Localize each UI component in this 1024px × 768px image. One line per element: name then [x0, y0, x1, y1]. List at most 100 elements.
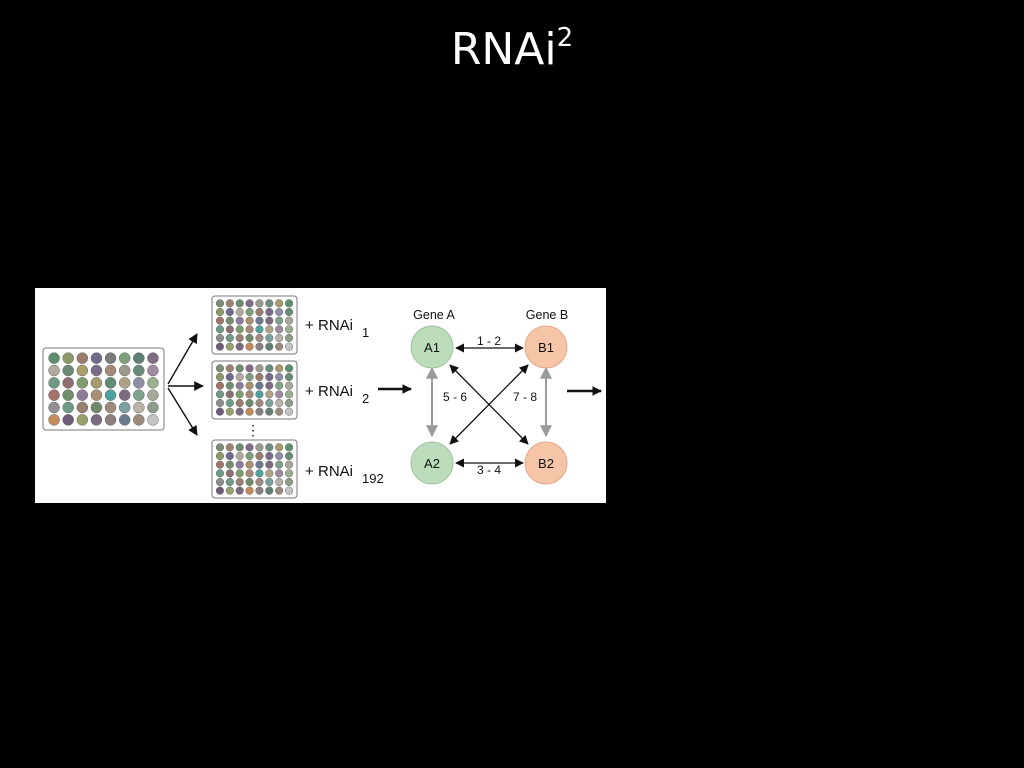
- plate-well: [235, 333, 244, 343]
- plate-well: [76, 389, 89, 401]
- plate-well: [215, 381, 224, 390]
- rnai-text: RNAi: [318, 317, 353, 334]
- plate-well: [225, 390, 234, 399]
- source-plate: [42, 347, 165, 431]
- plate-well: [255, 407, 264, 416]
- plate-well: [255, 451, 264, 461]
- plate-well: [255, 307, 264, 317]
- plate-well: [235, 443, 244, 452]
- plate-well: [225, 342, 234, 351]
- plate-well: [265, 407, 274, 416]
- plate-well: [225, 325, 234, 334]
- plate-well: [235, 307, 244, 317]
- plate-well: [76, 377, 89, 389]
- plate-well: [245, 486, 254, 495]
- plate-well: [225, 333, 234, 343]
- plate-well: [275, 299, 284, 308]
- plate-well: [285, 342, 294, 351]
- plate-well: [225, 451, 234, 461]
- plate-well: [245, 299, 254, 308]
- title-superscript: 2: [556, 22, 574, 53]
- plate-well: [285, 381, 294, 390]
- plate-well: [245, 333, 254, 343]
- plate-well: [265, 372, 274, 382]
- node-a2-label: A2: [424, 456, 440, 471]
- plate-well: [147, 389, 159, 401]
- plate-well: [90, 401, 103, 414]
- plate-well: [215, 398, 224, 408]
- plate-well: [235, 381, 244, 390]
- plate-well: [275, 333, 284, 343]
- gene-b-header: Gene B: [526, 308, 568, 322]
- plate-well: [255, 390, 264, 399]
- plate-well: [285, 307, 294, 317]
- plate-well: [245, 372, 254, 382]
- plate-frame: [211, 360, 298, 420]
- plate-well: [215, 407, 224, 416]
- plate-well: [225, 299, 234, 308]
- plate-well: [255, 333, 264, 343]
- plate-well: [76, 414, 89, 426]
- plate-frame: [211, 439, 298, 499]
- plate-well: [147, 377, 159, 389]
- plate-frame: [42, 347, 165, 431]
- node-a1-circle: [410, 325, 454, 369]
- treated-plate-1: [211, 295, 298, 355]
- plate-well: [215, 451, 224, 461]
- plate-well: [285, 451, 294, 461]
- plate-well: [133, 364, 145, 377]
- plate-well: [275, 381, 284, 390]
- plate-well: [235, 299, 244, 308]
- plate-well: [255, 372, 264, 382]
- plate-well: [275, 486, 284, 495]
- plate-well: [225, 477, 234, 487]
- plate-well: [235, 398, 244, 408]
- plate-well: [235, 364, 244, 373]
- plate-well: [215, 333, 224, 343]
- plate-well: [255, 325, 264, 334]
- rnai-subscript-1: 1: [362, 325, 369, 340]
- plate-well: [285, 333, 294, 343]
- plate-well: [215, 316, 224, 325]
- plate-well: [225, 372, 234, 382]
- plate-well: [255, 398, 264, 408]
- plate-well: [245, 398, 254, 408]
- plate-well: [265, 390, 274, 399]
- plate-well: [215, 299, 224, 308]
- node-a1: A1: [410, 325, 454, 369]
- plate-well: [265, 469, 274, 478]
- plate-well: [265, 477, 274, 487]
- plate-well: [235, 325, 244, 334]
- plate-well: [225, 443, 234, 452]
- edge-label-3-4: 3 - 4: [477, 463, 501, 477]
- plate-well: [235, 316, 244, 325]
- plate-well: [62, 352, 74, 364]
- plate-well: [275, 307, 284, 317]
- edge-label-1-2: 1 - 2: [477, 334, 501, 348]
- plate-well: [255, 486, 264, 495]
- plate-well: [133, 377, 145, 389]
- plate-well: [245, 407, 254, 416]
- plate-well: [133, 389, 145, 401]
- plate-well: [215, 390, 224, 399]
- plate-well: [275, 372, 284, 382]
- plate-well: [265, 460, 274, 469]
- plate-well: [235, 451, 244, 461]
- plate-well: [245, 342, 254, 351]
- plate-well: [48, 414, 60, 426]
- plate-well: [225, 486, 234, 495]
- plate-well: [215, 364, 224, 373]
- plate-well: [225, 364, 234, 373]
- treated-plate-2: [211, 360, 298, 420]
- plate-well: [255, 477, 264, 487]
- plate-well: [265, 307, 274, 317]
- plate-well: [275, 342, 284, 351]
- plate-well: [225, 460, 234, 469]
- plate-well: [255, 469, 264, 478]
- plate-well: [76, 401, 89, 414]
- plate-well: [48, 377, 60, 389]
- plate-well: [275, 469, 284, 478]
- plate-well: [255, 342, 264, 351]
- plate-well: [275, 477, 284, 487]
- figure-canvas: ⋮ + RNAi 1 + RNAi 2 + RNAi 192 Gene A Ge…: [42, 295, 602, 499]
